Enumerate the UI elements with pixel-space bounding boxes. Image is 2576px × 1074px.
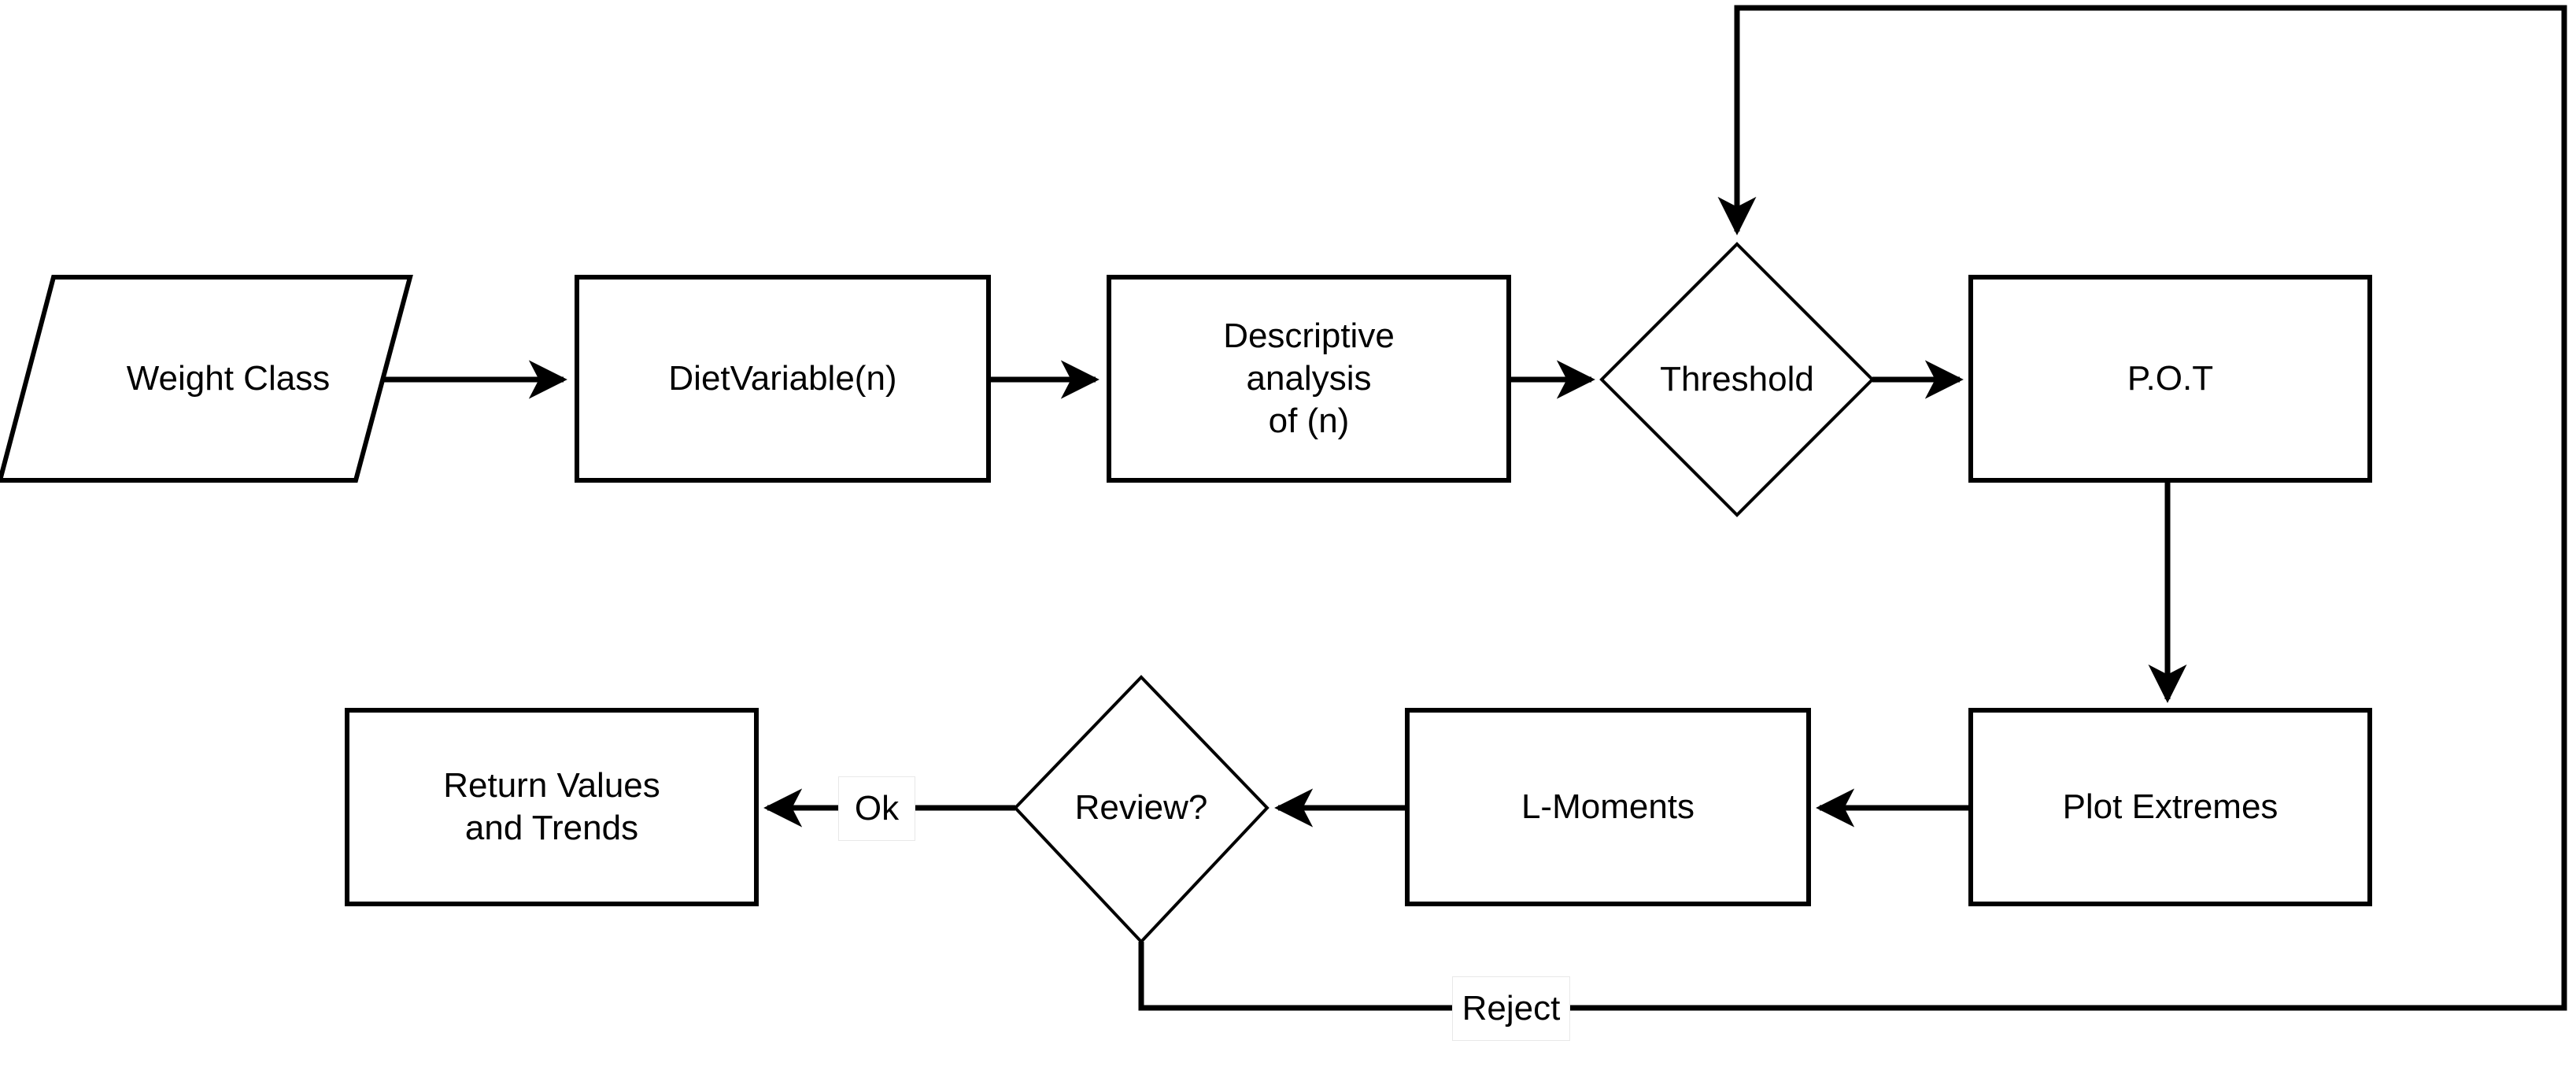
- node-shape-l-moments[interactable]: [1405, 708, 1811, 906]
- node-shape-threshold[interactable]: [1599, 242, 1875, 517]
- node-shape-weight-class[interactable]: [0, 275, 413, 483]
- edge-label-ok: Ok: [838, 776, 915, 841]
- node-shape-diet-variable[interactable]: [575, 275, 991, 483]
- node-shape-pot[interactable]: [1968, 275, 2372, 483]
- node-shape-review[interactable]: [1013, 675, 1270, 944]
- node-shape-descriptive[interactable]: [1107, 275, 1511, 483]
- edge-review-to-threshold-reject: [1138, 5, 2567, 1011]
- edge-label-reject: Reject: [1452, 976, 1570, 1041]
- node-shape-return-values[interactable]: [345, 708, 759, 906]
- node-shape-plot-extremes[interactable]: [1968, 708, 2372, 906]
